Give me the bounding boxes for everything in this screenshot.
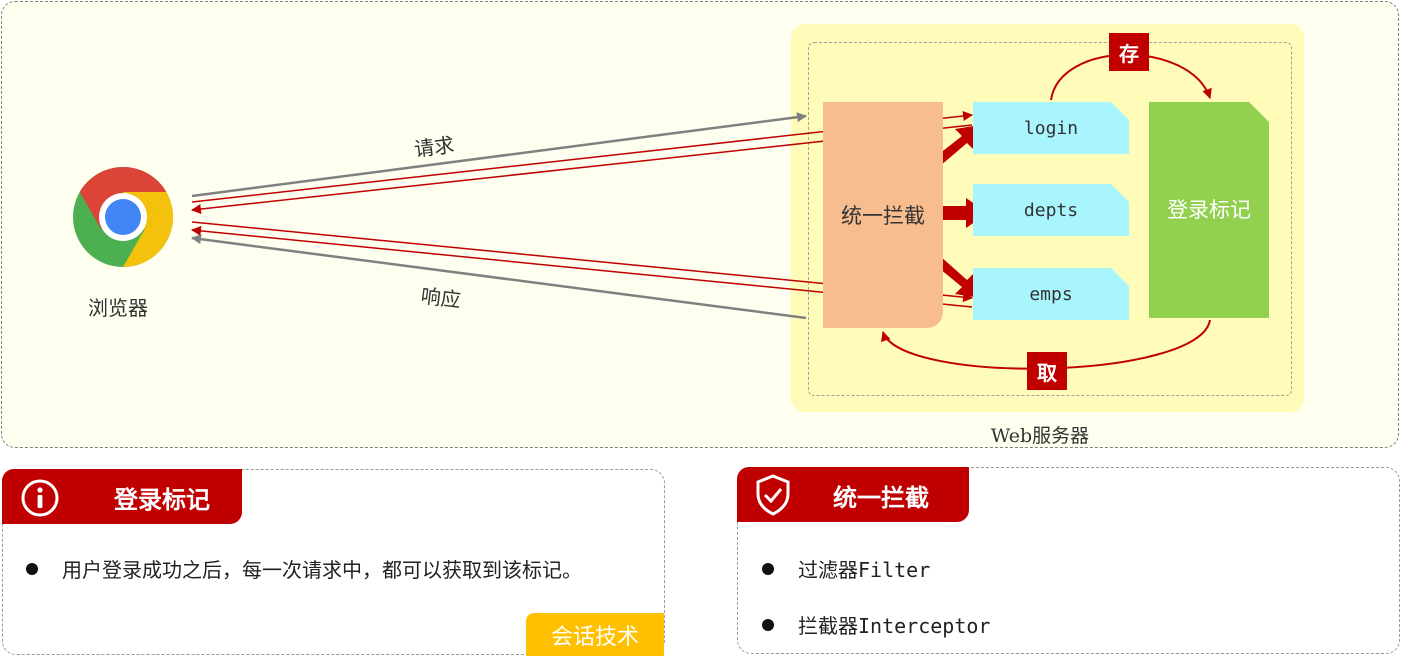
bullet-icon: [762, 562, 774, 575]
interception-card-title: 统一拦截: [833, 483, 929, 512]
web-server-label: Web服务器: [990, 425, 1090, 447]
web-server-inner-border: [808, 42, 1292, 396]
login-flag-card-title: 登录标记: [114, 485, 210, 514]
shield-check-icon: [756, 474, 790, 516]
endpoint-label: depts: [1023, 199, 1079, 221]
bullet-text: 用户登录成功之后，每一次请求中，都可以获取到该标记。: [62, 558, 582, 582]
endpoint-label: emps: [1029, 283, 1073, 305]
login-flag-block: 登录标记: [1149, 102, 1269, 318]
endpoint-login: login: [973, 102, 1129, 154]
endpoint-label: login: [1023, 117, 1079, 139]
interceptor-to-login-arrow: [934, 125, 980, 166]
browser-label: 浏览器: [88, 296, 148, 320]
endpoint-depts: depts: [973, 184, 1129, 236]
store-label: 存: [1109, 33, 1149, 71]
interceptor-to-emps-arrow: [934, 256, 980, 298]
session-tech-tag: 会话技术: [526, 613, 664, 656]
bullet-icon: [26, 562, 38, 575]
chrome-icon: [73, 167, 173, 267]
response-label: 响应: [419, 283, 463, 313]
list-item: 拦截器Interceptor: [762, 610, 990, 639]
interceptor-label: 统一拦截: [841, 204, 925, 228]
list-item: 过滤器Filter: [762, 554, 930, 583]
fetch-label: 取: [1027, 352, 1067, 390]
interceptor-block: 统一拦截: [823, 102, 943, 328]
request-arrow: [191, 112, 807, 198]
endpoint-emps: emps: [973, 268, 1129, 320]
info-icon: [21, 479, 59, 517]
list-item: 用户登录成功之后，每一次请求中，都可以获取到该标记。: [26, 554, 582, 583]
response-arrow: [191, 234, 807, 320]
request-label: 请求: [412, 132, 456, 162]
bullet-text: 过滤器Filter: [798, 558, 931, 582]
bullet-icon: [762, 618, 774, 631]
login-flag-label: 登录标记: [1167, 198, 1251, 222]
bullet-text: 拦截器Interceptor: [798, 614, 991, 638]
